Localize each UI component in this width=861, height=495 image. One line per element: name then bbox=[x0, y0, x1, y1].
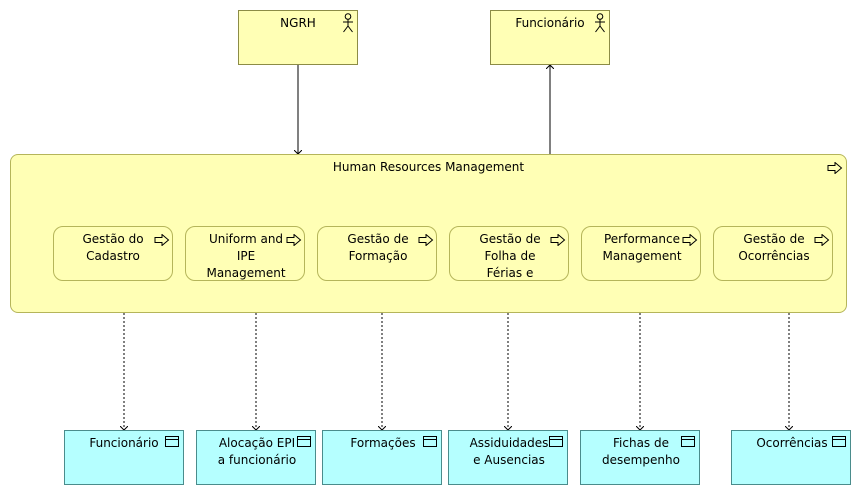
function-performance-management[interactable]: Performance Management bbox=[581, 226, 701, 281]
actor-funcionario-label: Funcionário bbox=[515, 16, 585, 30]
data-object-label: Assiduidades e Ausencias bbox=[469, 436, 549, 467]
function-label: Gestão de Ocorrências bbox=[738, 232, 810, 263]
function-label: Performance Management bbox=[602, 232, 682, 263]
actor-icon bbox=[343, 13, 353, 33]
data-object-fichas-desempenho[interactable]: Fichas de desempenho bbox=[580, 430, 700, 485]
function-gestao-de-formacao[interactable]: Gestão de Formação bbox=[317, 226, 437, 281]
function-label: Gestão de Formação bbox=[347, 232, 409, 263]
function-label: Uniform and IPE Management bbox=[206, 232, 286, 280]
function-arrow-icon bbox=[814, 234, 830, 246]
data-object-label: Alocação EPI a funcionário bbox=[217, 436, 297, 467]
function-label: Gestão do Cadastro bbox=[82, 232, 144, 263]
data-object-assiduidades[interactable]: Assiduidades e Ausencias bbox=[448, 430, 568, 485]
actor-funcionario[interactable]: Funcionário bbox=[490, 10, 610, 65]
function-arrow-icon bbox=[827, 162, 843, 174]
function-arrow-icon bbox=[286, 234, 302, 246]
data-object-ocorrencias[interactable]: Ocorrências bbox=[731, 430, 851, 485]
data-object-label: Funcionário bbox=[89, 436, 159, 450]
function-label: Gestão de Folha de Férias e bbox=[479, 232, 541, 280]
data-object-label: Ocorrências bbox=[756, 436, 828, 450]
data-object-icon bbox=[297, 436, 311, 447]
function-arrow-icon bbox=[682, 234, 698, 246]
data-object-icon bbox=[832, 436, 846, 447]
actor-icon bbox=[595, 13, 605, 33]
function-arrow-icon bbox=[418, 234, 434, 246]
data-object-funcionario[interactable]: Funcionário bbox=[64, 430, 184, 485]
function-gestao-de-ocorrencias[interactable]: Gestão de Ocorrências bbox=[713, 226, 833, 281]
data-object-icon bbox=[681, 436, 695, 447]
function-arrow-icon bbox=[550, 234, 566, 246]
data-object-icon bbox=[165, 436, 179, 447]
data-object-icon bbox=[423, 436, 437, 447]
data-object-icon bbox=[549, 436, 563, 447]
data-object-label: Fichas de desempenho bbox=[602, 436, 680, 467]
function-uniform-ipe-management[interactable]: Uniform and IPE Management bbox=[185, 226, 305, 281]
function-gestao-do-cadastro[interactable]: Gestão do Cadastro bbox=[53, 226, 173, 281]
data-object-alocacao-epi[interactable]: Alocação EPI a funcionário bbox=[196, 430, 316, 485]
data-object-label: Formações bbox=[350, 436, 416, 450]
actor-ngrh[interactable]: NGRH bbox=[238, 10, 358, 65]
function-arrow-icon bbox=[154, 234, 170, 246]
actor-ngrh-label: NGRH bbox=[280, 16, 316, 30]
hrm-container-title: Human Resources Management bbox=[332, 160, 525, 174]
function-gestao-folha-ferias[interactable]: Gestão de Folha de Férias e bbox=[449, 226, 569, 281]
data-object-formacoes[interactable]: Formações bbox=[322, 430, 442, 485]
